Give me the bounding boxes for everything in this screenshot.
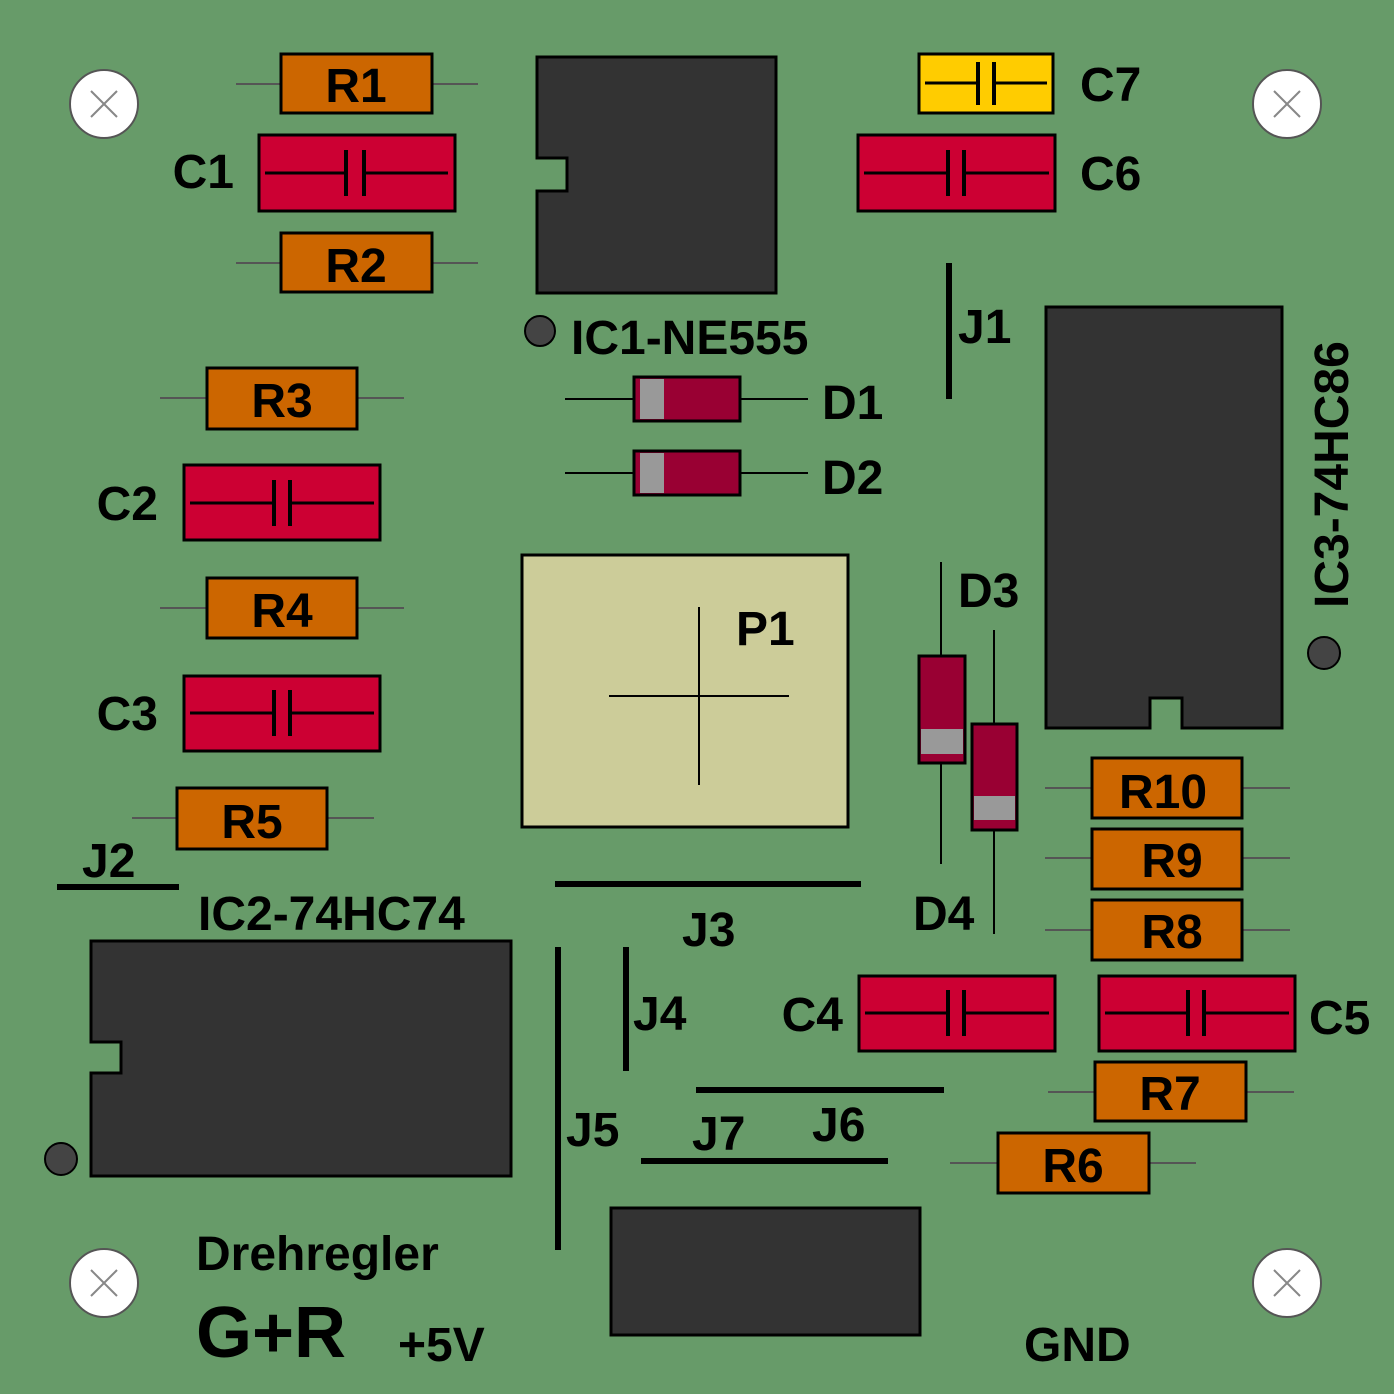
resistor-r3: R3 bbox=[160, 366, 404, 431]
capacitor-c1: C1 bbox=[173, 133, 457, 213]
diode-cathode-band bbox=[921, 729, 963, 754]
capacitor-c2: C2 bbox=[97, 463, 382, 542]
jumper-label: J3 bbox=[682, 904, 735, 957]
resistor-r5: R5 bbox=[132, 786, 374, 851]
resistor-label: R4 bbox=[251, 585, 313, 638]
jumper-j6: J6 bbox=[696, 1087, 944, 1152]
jumper-label: J5 bbox=[566, 1104, 619, 1157]
ic-label: IC2-74HC74 bbox=[198, 888, 465, 941]
jumper-label: J1 bbox=[958, 301, 1011, 354]
pin1-marker bbox=[524, 315, 556, 347]
jumper-j5: J5 bbox=[555, 947, 619, 1250]
jumper-label: J4 bbox=[633, 988, 687, 1041]
diode-d1: D1 bbox=[565, 375, 883, 430]
diode-cathode-band bbox=[640, 379, 664, 419]
resistor-r8: R8 bbox=[1045, 898, 1290, 962]
resistor-label: R2 bbox=[325, 240, 386, 293]
pin1-marker bbox=[44, 1142, 78, 1176]
mounting-hole bbox=[69, 1248, 139, 1318]
capacitor-label: C1 bbox=[173, 146, 234, 199]
ic-label: IC1-NE555 bbox=[571, 312, 808, 365]
jumper-label: J7 bbox=[692, 1108, 745, 1161]
ground-label: GND bbox=[1024, 1319, 1131, 1372]
mounting-hole bbox=[1252, 1248, 1322, 1318]
resistor-r9: R9 bbox=[1045, 827, 1290, 891]
jumper-j2: J2 bbox=[57, 835, 179, 890]
ic1-ne555: IC1-NE555 bbox=[524, 55, 808, 365]
resistor-r2: R2 bbox=[236, 231, 478, 294]
diode-d2: D2 bbox=[565, 449, 883, 505]
capacitor-label: C4 bbox=[782, 989, 844, 1042]
jumper-label: J6 bbox=[812, 1099, 865, 1152]
resistor-r10: R10 bbox=[1045, 756, 1290, 820]
resistor-r4: R4 bbox=[160, 576, 404, 640]
capacitor-label: C6 bbox=[1080, 148, 1141, 201]
ic-label: IC3-74HC86 bbox=[1306, 341, 1359, 608]
board-title: Drehregler bbox=[196, 1228, 439, 1281]
resistor-r1: R1 bbox=[236, 52, 478, 115]
resistor-label: R10 bbox=[1119, 766, 1207, 819]
potentiometer-label: P1 bbox=[736, 603, 795, 656]
pin1-marker bbox=[1307, 636, 1341, 670]
capacitor-c6: C6 bbox=[856, 133, 1141, 213]
resistor-label: R5 bbox=[221, 796, 282, 849]
resistor-label: R6 bbox=[1042, 1140, 1103, 1193]
capacitor-label: C2 bbox=[97, 478, 158, 531]
mounting-hole bbox=[69, 69, 139, 139]
jumper-label: J2 bbox=[82, 835, 135, 888]
resistor-label: R7 bbox=[1139, 1068, 1200, 1121]
capacitor-c3: C3 bbox=[97, 674, 382, 753]
jumper-j3: J3 bbox=[555, 881, 861, 957]
ic3-74hc86: IC3-74HC86 bbox=[1044, 305, 1359, 730]
capacitor-c4: C4 bbox=[782, 974, 1057, 1053]
capacitor-label: C5 bbox=[1309, 992, 1370, 1045]
resistor-r7: R7 bbox=[1048, 1060, 1294, 1123]
capacitor-c7: C7 bbox=[917, 52, 1141, 115]
power-label: +5V bbox=[398, 1319, 485, 1372]
diode-label: D3 bbox=[958, 565, 1019, 618]
diode-label: D1 bbox=[822, 377, 883, 430]
diode-cathode-band bbox=[974, 796, 1015, 820]
jumper-j1: J1 bbox=[946, 263, 1011, 399]
diode-label: D4 bbox=[913, 888, 975, 941]
jumper-j7: J7 bbox=[641, 1108, 888, 1164]
board-subtitle: G+R bbox=[196, 1293, 346, 1373]
potentiometer-p1: P1 bbox=[520, 553, 850, 829]
capacitor-label: C3 bbox=[97, 688, 158, 741]
resistor-label: R8 bbox=[1141, 906, 1202, 959]
jumper-j4: J4 bbox=[623, 947, 687, 1071]
ic2-74hc74: IC2-74HC74 bbox=[44, 888, 513, 1178]
capacitor-label: C7 bbox=[1080, 59, 1141, 112]
diode-d4: D4 bbox=[913, 630, 1019, 941]
resistor-label: R1 bbox=[325, 60, 386, 113]
capacitor-c5: C5 bbox=[1097, 974, 1370, 1053]
mounting-hole bbox=[1252, 69, 1322, 139]
resistor-r6: R6 bbox=[950, 1131, 1196, 1195]
power-connector bbox=[609, 1206, 922, 1337]
resistor-label: R9 bbox=[1141, 835, 1202, 888]
diode-label: D2 bbox=[822, 452, 883, 505]
resistor-label: R3 bbox=[251, 375, 312, 428]
diode-d3: D3 bbox=[917, 562, 1019, 864]
diode-cathode-band bbox=[640, 453, 664, 493]
